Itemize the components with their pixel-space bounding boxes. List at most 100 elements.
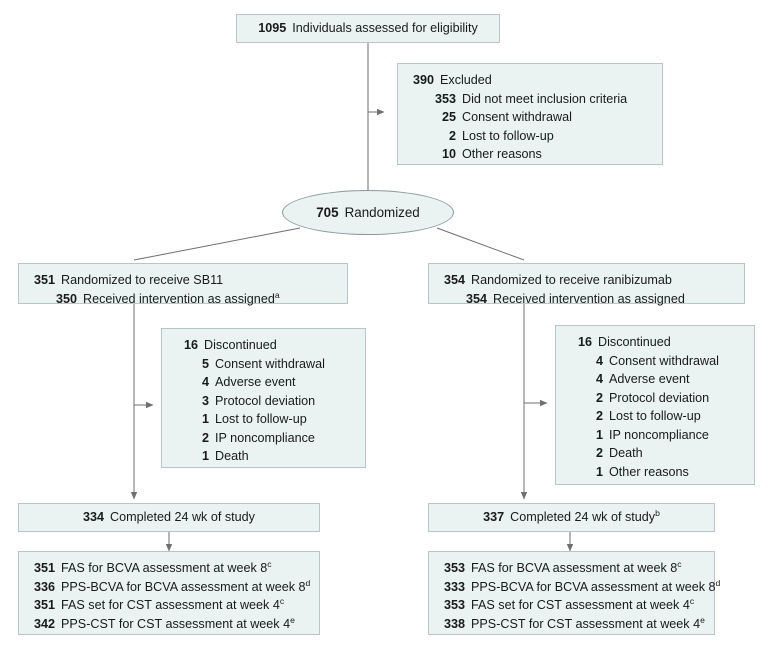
right-allocation-row: 354 Randomized to receive ranibizumab (439, 271, 734, 290)
right-received-label: Received intervention as assigned (493, 290, 685, 309)
list-item: 10 Other reasons (408, 145, 652, 164)
left-discontinued-reason-count: 4 (202, 375, 210, 389)
list-item: 2 IP noncompliance (172, 429, 355, 448)
left-discontinued-reason-count: 2 (202, 430, 210, 445)
right-discontinued-reason-label: IP noncompliance (609, 427, 709, 442)
excluded-reason-label: Did not meet inclusion criteria (462, 91, 628, 106)
left-discontinued-count: 16 (183, 338, 198, 352)
right-discontinued-header-row: 16 Discontinued (566, 333, 744, 352)
left-analysis-row: 342 PPS-CST for CST assessment at week 4… (29, 615, 309, 634)
left-analysis-row: 351 FAS set for CST assessment at week 4… (29, 596, 309, 615)
assessed-label: Individuals assessed for eligibility (292, 20, 478, 35)
right-discontinued-reason-count: 1 (596, 464, 604, 479)
right-analysis-row: 353 FAS set for CST assessment at week 4… (439, 596, 704, 615)
node-excluded: 390 Excluded 353 Did not meet inclusion … (397, 63, 663, 165)
left-analysis-label: PPS-BCVA for BCVA assessment at week 8d (61, 578, 310, 597)
right-discontinued-count: 16 (577, 335, 592, 349)
right-analysis-count: 353 (443, 561, 465, 575)
left-analysis-label: FAS set for CST assessment at week 4c (61, 596, 284, 615)
node-right-allocation: 354 Randomized to receive ranibizumab 35… (428, 263, 745, 306)
right-analysis-text: FAS for BCVA assessment at week 8 (471, 561, 678, 575)
right-allocation-count: 354 (443, 273, 465, 287)
left-analysis-row: 336 PPS-BCVA for BCVA assessment at week… (29, 578, 310, 597)
footnote-marker: d (715, 577, 721, 588)
right-discontinued-label: Discontinued (598, 335, 671, 349)
left-analysis-label: PPS-CST for CST assessment at week 4e (61, 615, 295, 634)
left-discontinued-label: Discontinued (204, 338, 277, 352)
right-analysis-count: 338 (443, 616, 465, 631)
left-discontinued-reason-count: 1 (202, 412, 210, 426)
right-discontinued-reason-label: Death (609, 446, 643, 460)
assessed-count: 1095 (258, 20, 287, 35)
left-analysis-count: 342 (33, 616, 55, 631)
left-allocation-label: Randomized to receive SB11 (61, 273, 224, 287)
right-completed-count: 337 (483, 509, 505, 524)
right-analysis-label: FAS set for CST assessment at week 4c (471, 596, 694, 615)
right-discontinued-reason-count: 4 (596, 372, 604, 386)
excluded-reason-label: Lost to follow-up (462, 128, 554, 143)
left-analysis-count: 351 (33, 561, 55, 575)
list-item: 25 Consent withdrawal (408, 108, 652, 127)
footnote-marker: d (305, 577, 311, 588)
footnote-marker: c (279, 595, 285, 606)
left-completed-text: Completed 24 wk of study (110, 509, 255, 524)
list-item: 2 Death (566, 444, 744, 463)
list-item: 2 Protocol deviation (566, 389, 744, 408)
right-discontinued-reason-count: 2 (596, 409, 604, 423)
right-completed-label: Completed 24 wk of studyb (510, 508, 660, 527)
right-received-count: 354 (465, 291, 487, 306)
right-analysis-label: PPS-BCVA for BCVA assessment at week 8d (471, 578, 720, 597)
left-analysis-text: FAS set for CST assessment at week 4 (61, 598, 280, 612)
excluded-reason-count: 2 (448, 128, 456, 143)
randomized-label: Randomized (344, 204, 420, 220)
left-discontinued-reason-count: 1 (202, 449, 210, 463)
left-allocation-row: 351 Randomized to receive SB11 (29, 271, 337, 290)
node-right-completed: 337 Completed 24 wk of studyb (428, 503, 715, 532)
excluded-reason-count: 10 (441, 147, 456, 161)
excluded-count: 390 (412, 73, 434, 87)
right-analysis-text: PPS-BCVA for BCVA assessment at week 8 (471, 579, 716, 594)
right-analysis-label: FAS for BCVA assessment at week 8c (471, 559, 682, 578)
list-item: 1 Other reasons (566, 463, 744, 482)
node-randomized: 705 Randomized (282, 190, 454, 235)
excluded-reason-label: Consent withdrawal (462, 110, 572, 124)
right-analysis-row: 353 FAS for BCVA assessment at week 8c (439, 559, 704, 578)
left-discontinued-reason-label: Lost to follow-up (215, 412, 307, 426)
left-discontinued-reason-label: Death (215, 449, 249, 463)
left-completed-label: Completed 24 wk of study (110, 508, 255, 527)
list-item: 1 IP noncompliance (566, 426, 744, 445)
list-item: 4 Adverse event (566, 370, 744, 389)
right-discontinued-reason-count: 1 (596, 427, 604, 442)
left-discontinued-reason-label: Protocol deviation (215, 393, 316, 408)
right-received-row: 354 Received intervention as assigned (439, 290, 734, 309)
node-assessed-for-eligibility: 1095 Individuals assessed for eligibilit… (236, 14, 500, 43)
left-received-text: Received intervention as assigned (83, 291, 275, 306)
node-left-analysis: 351 FAS for BCVA assessment at week 8c 3… (18, 551, 320, 635)
left-analysis-text: PPS-CST for CST assessment at week 4 (61, 616, 291, 631)
left-discontinued-reason-count: 3 (202, 393, 210, 408)
right-discontinued-reason-count: 2 (596, 390, 604, 405)
right-discontinued-reason-label: Consent withdrawal (609, 353, 719, 368)
right-analysis-count: 333 (443, 579, 465, 594)
left-received-row: 350 Received intervention as assigneda (29, 290, 337, 309)
footnote-marker: c (677, 558, 682, 569)
left-received-count: 350 (55, 291, 77, 306)
left-discontinued-reason-label: Adverse event (215, 375, 296, 389)
list-item: 2 Lost to follow-up (566, 407, 744, 426)
list-item: 1 Lost to follow-up (172, 410, 355, 429)
footnote-marker: c (689, 595, 695, 606)
left-analysis-label: FAS for BCVA assessment at week 8c (61, 559, 272, 578)
list-item: 3 Protocol deviation (172, 392, 355, 411)
left-discontinued-reason-label: IP noncompliance (215, 430, 315, 445)
footnote-marker: b (655, 507, 660, 518)
right-analysis-text: FAS set for CST assessment at week 4 (471, 598, 690, 612)
excluded-reason-count: 353 (434, 91, 456, 106)
right-allocation-label: Randomized to receive ranibizumab (471, 273, 672, 287)
right-received-text: Received intervention as assigned (493, 291, 685, 306)
left-analysis-text: FAS for BCVA assessment at week 8 (61, 561, 268, 575)
right-discontinued-reason-count: 2 (596, 446, 604, 460)
right-completed-text: Completed 24 wk of study (510, 509, 656, 524)
left-analysis-count: 351 (33, 598, 55, 612)
left-received-label: Received intervention as assigneda (83, 290, 280, 309)
